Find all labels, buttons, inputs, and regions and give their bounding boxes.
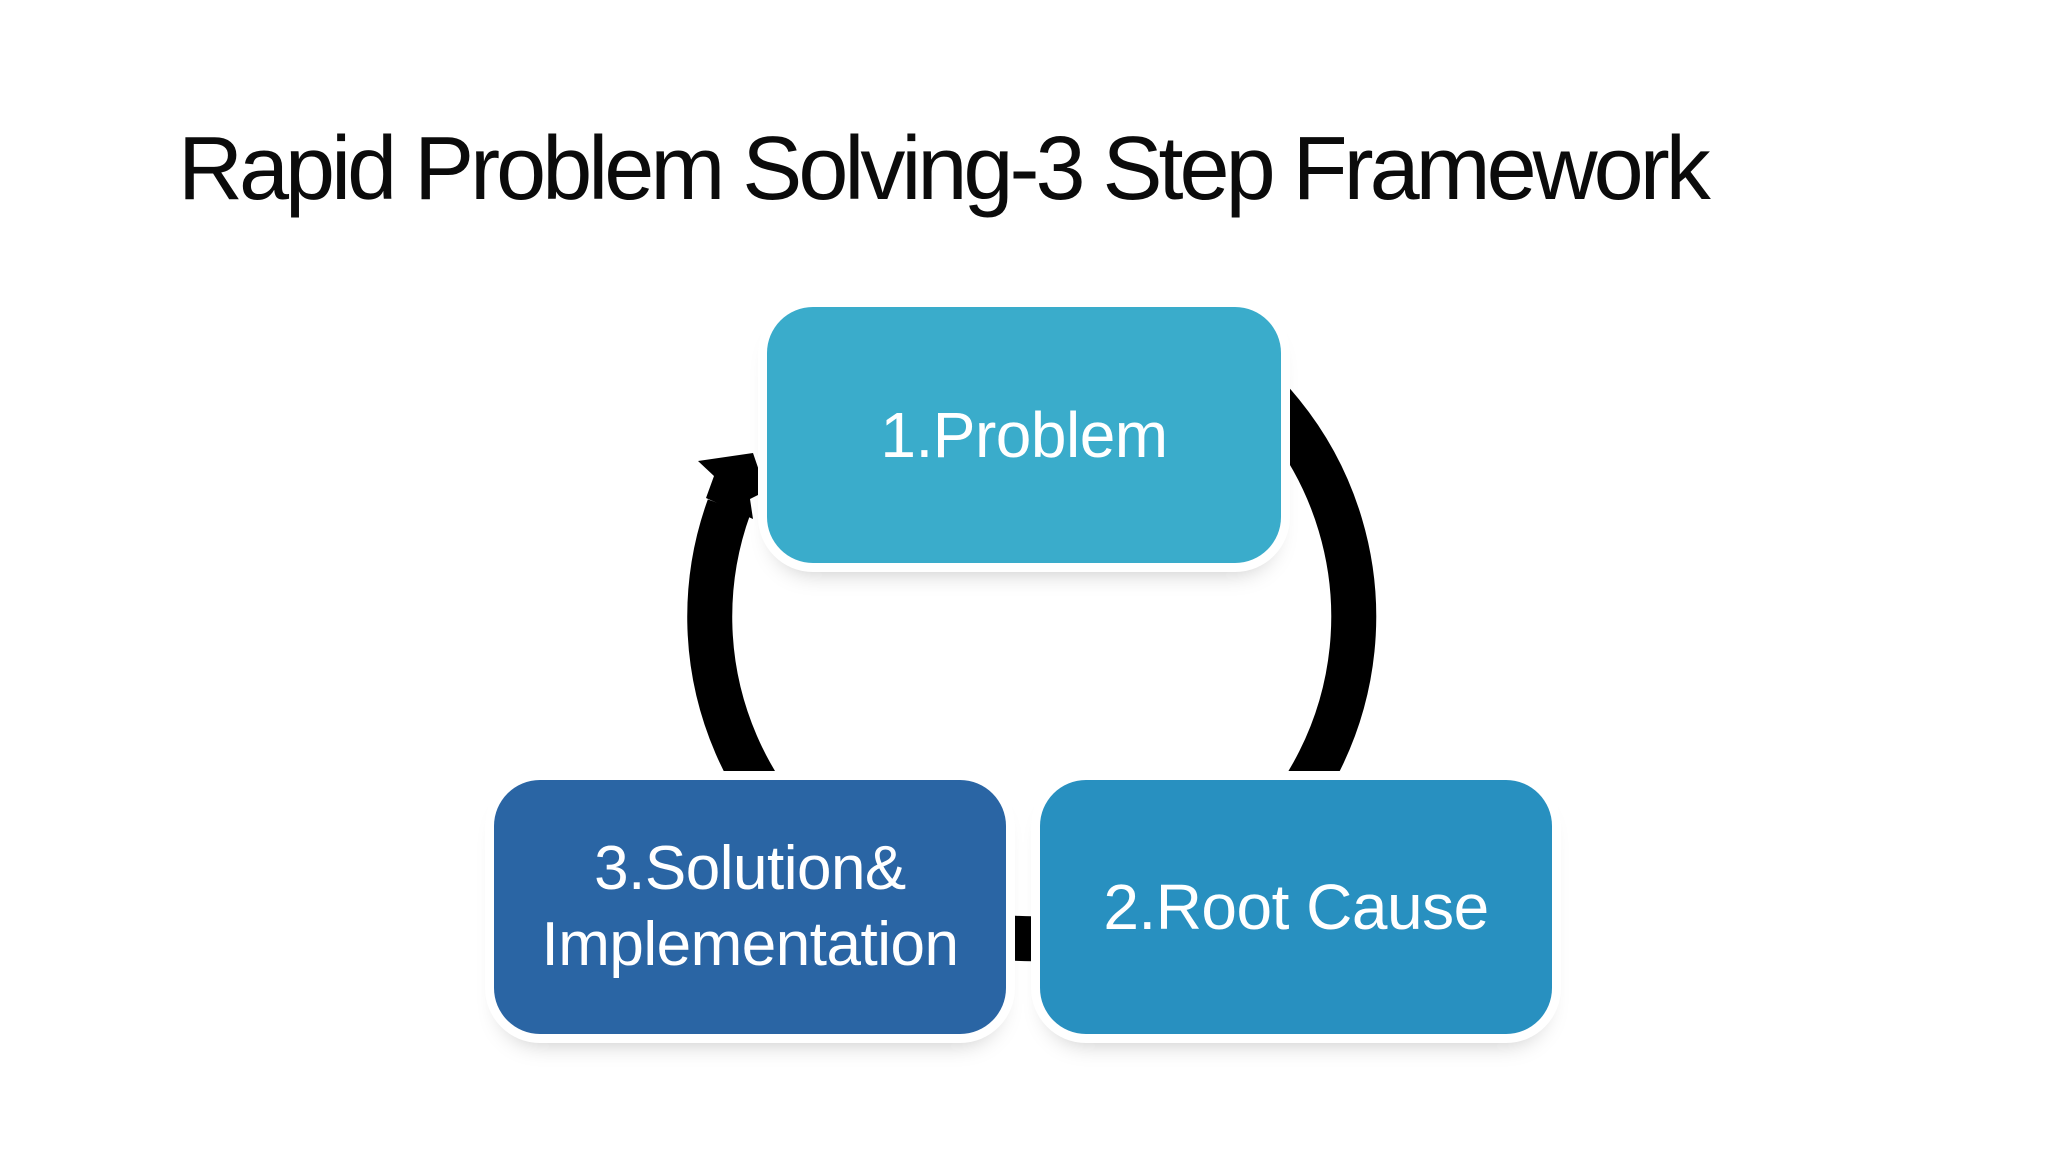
step-label-solution-line1: 3.Solution& [594,834,906,903]
cycle-arrowhead-icon [698,453,766,519]
step-label-problem: 1.Problem [880,399,1168,471]
step-label-solution-line2: Implementation [541,910,959,979]
step-label-solution-implementation: 3.Solution& Implementation [542,831,959,983]
step-label-root-cause: 2.Root Cause [1103,871,1489,943]
slide-title: Rapid Problem Solving-3 Step Framework [178,119,1711,219]
step-box-root-cause: 2.Root Cause [1040,780,1552,1034]
step-box-solution-implementation: 3.Solution& Implementation [494,780,1006,1034]
step-box-problem: 1.Problem [767,307,1281,563]
